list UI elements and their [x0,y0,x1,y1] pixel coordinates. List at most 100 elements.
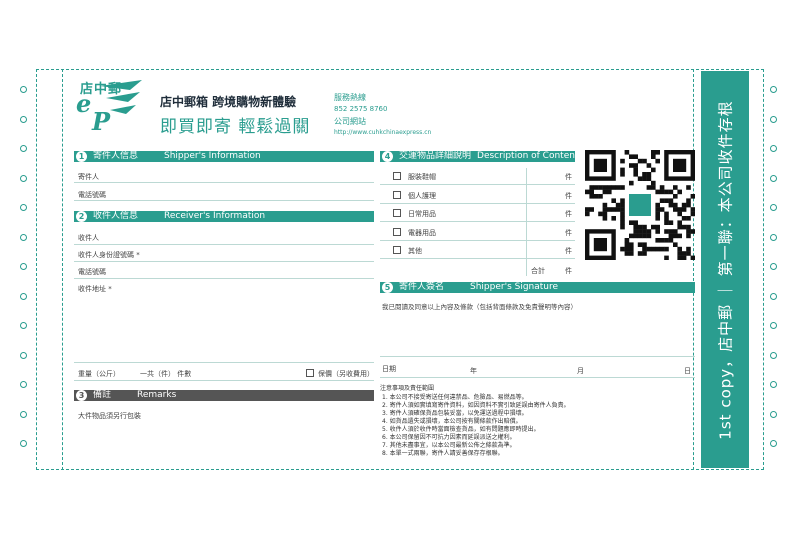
receiver-phone-label: 電話號碼 [78,268,106,276]
brand-line: 店中郵箱 跨境購物新體驗 [160,95,297,109]
notes-item: 7. 其他未盡事宜，以本公司最新公佈之條款為準。 [382,442,516,449]
contents-checkbox[interactable] [393,190,401,199]
shipper-phone-label: 電話號碼 [78,191,106,199]
website-label: 公司網站 [334,117,366,126]
date-line[interactable] [380,377,695,378]
signature-declaration: 我已閱讀及同意以上內容及條款（包括背面條款及免責聲明等內容） [382,303,577,311]
hotline-label: 服務熱線 [334,93,366,102]
receipt-stub-label: 1st copy，店中郵 ｜ 第一聯：本公司收件存根 [716,99,735,440]
contents-item-label: 個人護理 [408,191,436,200]
receipt-stub [701,71,749,468]
date-month-label: 月 [577,367,584,375]
contents-checkbox[interactable] [393,227,401,236]
logo-mark-icon: e P [76,80,142,136]
contents-item-label: 日常用品 [408,210,436,218]
hotline-number: 852 2575 8760 [334,105,388,113]
perforation-hole [20,86,27,93]
date-label: 日期 [382,365,396,373]
perforation-hole [770,204,777,211]
receiver-address-line[interactable] [74,362,374,363]
contents-item-line [380,221,575,222]
perforation-hole [20,322,27,329]
perforation-hole [20,292,27,300]
remarks-text: 大件物品須另行包裝 [78,412,141,420]
contents-item-line [380,239,575,241]
signature-line[interactable] [380,356,695,357]
perforation-hole [770,292,777,300]
contents-total-unit: 件 [565,267,572,275]
qr-code [585,150,696,261]
perforation-hole [20,440,27,447]
perforation-hole [770,351,777,359]
contents-item-line [380,258,575,259]
contents-checkbox[interactable] [393,246,401,254]
contents-item-unit: 件 [565,247,572,255]
contents-item-line [380,184,575,185]
insurance-checkbox[interactable] [306,369,314,377]
contents-divider [526,168,527,276]
company-logo: e P 店中郵 [70,78,145,146]
shipper-name-line[interactable] [74,182,374,183]
notes-item: 6. 本公司保留因不可抗力因素而延誤派送之權利。 [382,434,516,441]
receiver-bottom-line [74,380,374,381]
receiver-id-label: 收件人身份證號碼 * [78,251,140,259]
perforation-hole [770,381,777,388]
website-url[interactable]: http://www.cuhkchinaexpress.cn [334,129,432,136]
svg-text:P: P [91,107,111,136]
perforation-hole [20,174,27,182]
receiver-name-label: 收件人 [78,234,99,242]
contents-item-unit: 件 [565,228,572,237]
insurance-label: 保價（另收費用） [318,370,374,378]
svg-text:e: e [76,89,91,118]
perforation-hole [20,381,27,388]
weight-label: 重量（公斤） [78,370,120,378]
shipper-name-label: 寄件人 [78,173,99,181]
notes-title: 注意事項及責任範圍 [380,385,435,392]
contents-checkbox[interactable] [393,209,401,217]
logo-text: 店中郵 [80,82,123,97]
receiver-name-line[interactable] [74,244,374,245]
perforation-hole [20,233,27,241]
right-tear-line [693,69,694,470]
perforation-hole [20,351,27,359]
notes-item: 1. 本公司不接受寄送任何違禁品、危險品、易燃品等。 [382,394,528,401]
notes-item: 5. 收件人須於收件時當面檢查貨品，如有問題應即時提出。 [382,426,540,433]
receiver-id-line[interactable] [74,261,374,262]
perforation-hole [20,204,27,211]
perforation-hole [20,145,27,152]
notes-item: 3. 寄件人須確保貨品包裝妥當，以免運送過程中損壞。 [382,410,528,417]
perforation-hole [770,410,777,418]
left-tear-line [62,69,63,470]
count-label: 一共（件） 件數 [140,370,192,378]
contents-item-label: 服裝鞋帽 [408,173,436,181]
date-year-label: 年 [470,367,477,375]
receiver-phone-line[interactable] [74,278,374,279]
form-border [36,69,764,470]
perforation-hole [770,233,777,241]
contents-item-unit: 件 [565,210,572,218]
contents-item-unit: 件 [565,191,572,200]
receiver-address-label: 收件地址 * [78,285,112,293]
notes-item: 2. 寄件人須如實填寫寄件資料，如因資料不實引致延誤由寄件人負責。 [382,402,570,409]
contents-item-unit: 件 [565,173,572,181]
perforation-hole [20,263,27,270]
date-day-label: 日 [684,367,691,375]
perforation-hole [20,410,27,418]
notes-item: 8. 本單一式兩聯，寄件人請妥善保存存根聯。 [382,450,504,457]
contents-item-line [380,202,575,204]
perforation-hole [770,322,777,329]
perforation-hole [770,115,777,123]
contents-checkbox[interactable] [393,172,401,180]
slogan: 即買即寄 輕鬆過關 [160,117,311,137]
contents-total-label: 合計 [531,267,545,275]
contents-item-label: 電器用品 [408,228,436,237]
perforation-hole [770,145,777,152]
notes-item: 4. 如貨品遺失或損壞，本公司按有關條款作出賠償。 [382,418,522,425]
perforation-hole [770,174,777,182]
shipper-phone-line[interactable] [74,200,374,201]
